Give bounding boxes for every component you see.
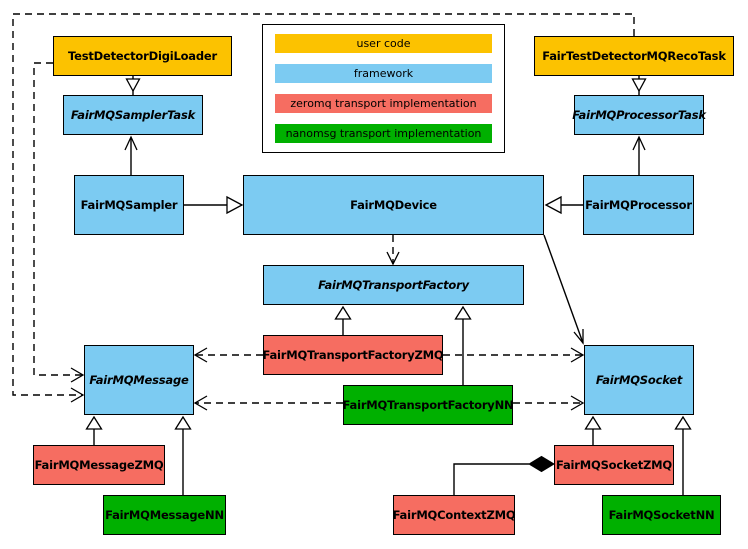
triangle-arrow-icon [631,78,647,93]
triangle-arrow-icon [174,415,192,430]
edge-device-socket [543,234,584,344]
node-fairmqprocessor: FairMQProcessor [583,175,694,235]
node-fairmqsampler: FairMQSampler [74,175,184,235]
node-fairmqmessagezmq: FairMQMessageZMQ [33,445,165,485]
open-arrow-icon [193,347,208,363]
open-arrow-icon [573,329,584,345]
open-arrow-icon [570,347,585,363]
triangle-arrow-icon [454,305,472,320]
node-testdetectordigiloader: TestDetectorDigiLoader [53,36,232,76]
node-fairmqsamplertask: FairMQSamplerTask [63,95,203,135]
open-arrow-icon [570,395,585,411]
node-fairmqtransportfactorynn: FairMQTransportFactoryNN [343,385,514,425]
open-arrow-icon [386,251,400,266]
legend-item-user-code: user code [275,34,492,53]
node-fairmqsocket: FairMQSocket [584,345,694,415]
node-fairmqtransportfactoryzmq: FairMQTransportFactoryZMQ [263,335,444,375]
edge-contextzmq-socketzmq [453,463,529,495]
node-fairmqtransportfactory: FairMQTransportFactory [263,265,524,305]
legend-item-zeromq: zeromq transport implementation [275,94,492,113]
node-fairmqsocketnn: FairMQSocketNN [602,495,721,535]
open-arrow-icon [193,395,208,411]
legend-item-nanomsg: nanomsg transport implementation [275,124,492,143]
triangle-arrow-icon [584,415,602,430]
node-fairmqmessagenn: FairMQMessageNN [103,495,226,535]
open-arrow-icon [632,135,646,151]
open-arrow-icon [70,367,85,383]
triangle-arrow-icon [226,195,244,215]
triangle-arrow-icon [125,78,141,93]
edge-recotask-message [12,13,635,396]
edge-digiloader-message [33,62,83,376]
open-arrow-icon [124,135,138,151]
node-fairmqsocketzmq: FairMQSocketZMQ [554,445,674,485]
composition-diamond-icon [528,455,555,473]
triangle-arrow-icon [544,195,562,215]
node-fairmqmessage: FairMQMessage [84,345,194,415]
node-fairmqdevice: FairMQDevice [243,175,544,235]
triangle-arrow-icon [85,415,103,430]
legend: user code framework zeromq transport imp… [262,24,505,153]
node-fairtestdetectormqrecotask: FairTestDetectorMQRecoTask [534,36,734,76]
triangle-arrow-icon [674,415,692,430]
node-fairmqprocessortask: FairMQProcessorTask [572,95,706,135]
node-fairmqcontextzmq: FairMQContextZMQ [393,495,516,535]
triangle-arrow-icon [334,305,352,320]
legend-item-framework: framework [275,64,492,83]
open-arrow-icon [70,387,85,403]
